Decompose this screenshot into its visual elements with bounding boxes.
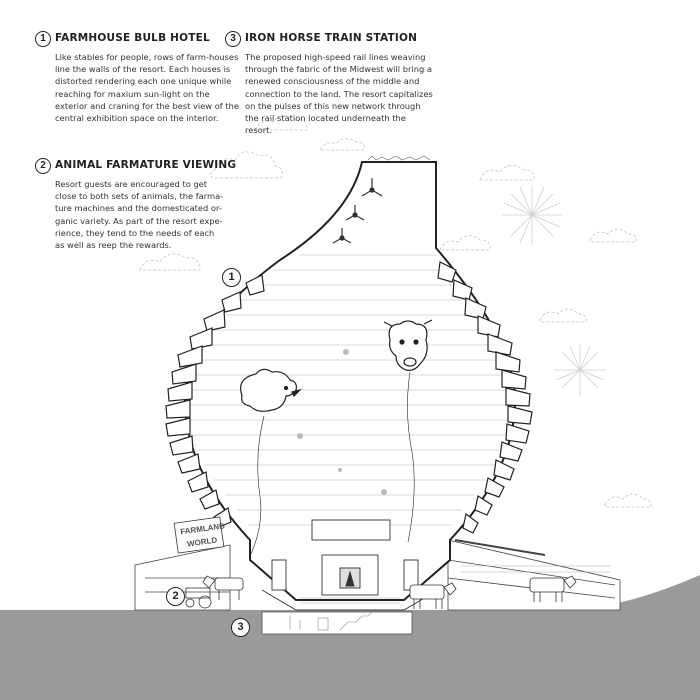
ground (0, 575, 700, 700)
note-title-2: ANIMAL FARMATURE VIEWING (55, 159, 237, 171)
farmhouse-units-right (437, 261, 533, 534)
note-title-1: FARMHOUSE BULB HOTEL (55, 32, 210, 44)
train-station (261, 611, 413, 635)
left-wing (134, 544, 231, 611)
note-title-3: IRON HORSE TRAIN STATION (245, 32, 418, 44)
section-tag-3: 3 (231, 618, 250, 637)
section-tag-2: 2 (166, 587, 185, 606)
interior-floors (186, 254, 514, 526)
sign-line-2: WORLD (187, 536, 218, 549)
note-body-2: Resort guests are encouraged to get clos… (55, 179, 224, 251)
wind-turbine-icon (332, 178, 383, 244)
note-body-3: The proposed high-speed rail lines weavi… (245, 52, 433, 136)
farmland-world-sign (173, 516, 225, 554)
cloud-icon (139, 115, 652, 508)
note-number-1: 1 (35, 31, 51, 47)
cow-icon (202, 575, 577, 609)
note-body-1: Like stables for people, rows of farm-ho… (55, 52, 239, 124)
note-number-2: 2 (35, 158, 51, 174)
farm-machine-icon (185, 587, 212, 609)
exhibition-core (261, 519, 439, 611)
farmhouse-units-left (165, 274, 265, 528)
firework-icon (502, 185, 606, 396)
cow-balloon (383, 319, 433, 543)
section-tag-1: 1 (222, 268, 241, 287)
note-number-3: 3 (225, 31, 241, 47)
chicken-balloon (240, 368, 302, 557)
